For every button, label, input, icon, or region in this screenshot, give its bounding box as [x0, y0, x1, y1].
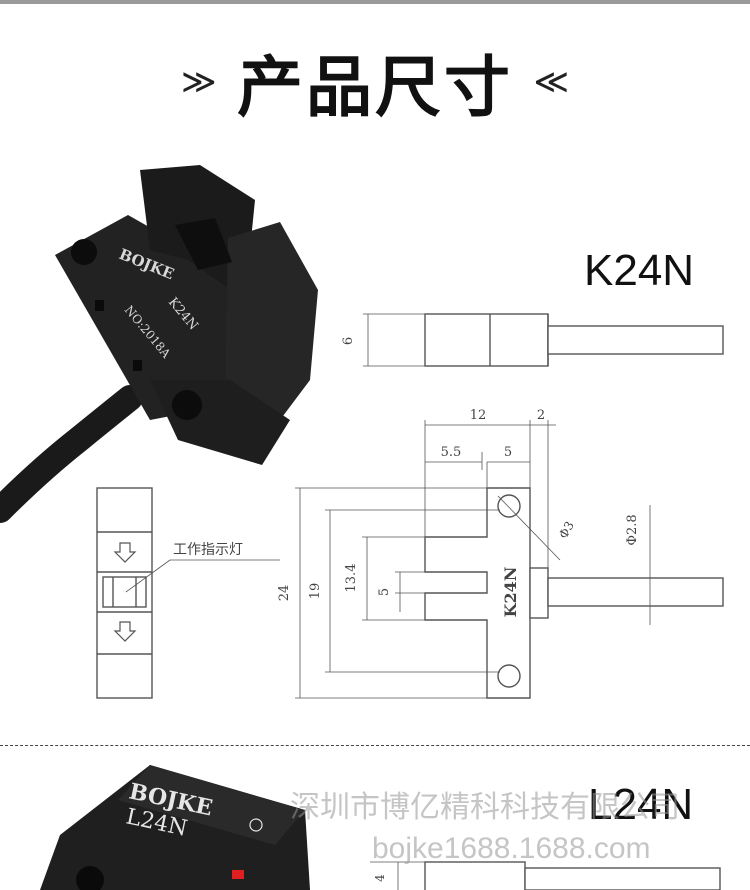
k24n-side-view — [96, 487, 280, 699]
l24n-product-photo: BOJKE L24N — [40, 765, 310, 890]
l24n-drawing: BOJKE L24N 4 — [40, 765, 721, 890]
k24n-drawing: BOJKE K24N NO:2018A 6 — [0, 165, 724, 699]
dim-phi3: Φ3 — [556, 519, 577, 541]
watermark-url: bojke1688.1688.com — [372, 832, 651, 865]
dim-phi2-8: Φ2.8 — [625, 514, 640, 545]
k24n-top-view — [363, 313, 724, 367]
dim-12: 12 — [470, 408, 487, 423]
watermark-company: 深圳市博亿精科科技有限公司 — [290, 790, 680, 825]
dim-5-slot: 5 — [377, 588, 392, 596]
left-chevron-icon: ≫ — [180, 62, 217, 102]
section-divider — [0, 745, 750, 746]
section-title: 产品尺寸 — [237, 49, 513, 126]
right-chevron-icon: ≪ — [533, 62, 570, 102]
dim-5-top: 5 — [504, 445, 512, 460]
dim-2: 2 — [537, 408, 545, 423]
down-arrow-icon — [113, 542, 137, 563]
dim-13-4: 13.4 — [344, 564, 359, 593]
k24n-side-label: K24N — [501, 567, 520, 618]
k24n-front-view — [295, 420, 724, 699]
section-header: ≫ 产品尺寸 ≪ — [0, 34, 750, 126]
model-k24n: K24N — [584, 246, 695, 295]
dim-24: 24 — [277, 585, 292, 602]
dim-6: 6 — [341, 337, 356, 345]
dim-5-5: 5.5 — [441, 445, 462, 460]
l24n-top-view — [370, 861, 721, 890]
dim-19: 19 — [308, 583, 323, 600]
dim-4: 4 — [373, 874, 387, 882]
model-l24n: L24N — [588, 780, 694, 829]
down-arrow-icon — [113, 621, 137, 642]
k24n-product-photo: BOJKE K24N NO:2018A — [0, 165, 318, 523]
indicator-label: 工作指示灯 — [173, 542, 243, 558]
top-border — [0, 0, 750, 4]
